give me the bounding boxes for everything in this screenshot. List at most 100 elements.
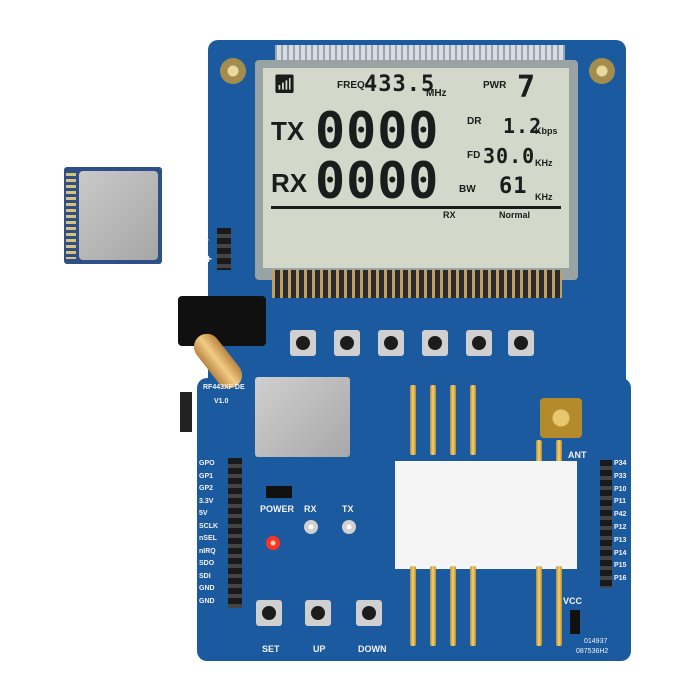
pin-label: P12 <box>614 523 627 531</box>
silk-ant: ANT <box>568 450 587 460</box>
pin-label: P11 <box>614 498 627 506</box>
pin-label: GP1 <box>199 472 214 480</box>
rf-module-onboard <box>255 377 350 457</box>
pin-label: GPO <box>199 460 215 467</box>
rf-module-loose <box>64 167 162 264</box>
top-button-4[interactable] <box>422 330 448 356</box>
gold-pin <box>410 566 416 646</box>
pin-label: P33 <box>614 472 627 480</box>
freq-unit: MHz <box>426 88 447 99</box>
pin-label: GND <box>199 585 215 592</box>
module-pads <box>66 173 76 259</box>
set-button[interactable] <box>256 600 282 626</box>
pin-label: P16 <box>614 575 627 583</box>
pin-label: P42 <box>614 511 627 519</box>
left-pin-header <box>228 458 242 608</box>
left-pin-labels: GPO GP1 GP2 3.3V 5V SCLK nSEL nIRQ SDO S… <box>199 460 229 610</box>
lcd-display: 📶︎ FREQ 433.5 MHz PWR 7 TX 0000 DR 1.2 K… <box>263 68 569 268</box>
gold-pin <box>450 566 456 646</box>
top-button-6[interactable] <box>508 330 534 356</box>
freq-label: FREQ <box>337 80 365 91</box>
pin-label: SCLK <box>199 522 219 530</box>
board-name: RF443XF DE <box>203 384 245 391</box>
vcc-jumper[interactable] <box>570 610 580 634</box>
gold-pin <box>410 385 416 455</box>
down-button[interactable] <box>356 600 382 626</box>
mode-right: Normal <box>499 210 531 220</box>
right-pin-header <box>600 460 612 588</box>
freq-value: 433.5 <box>364 72 436 97</box>
rx-led <box>304 520 318 534</box>
silk-down: DOWN <box>358 644 387 654</box>
mode-left: RX <box>443 210 456 220</box>
pwr-label: PWR <box>483 80 507 91</box>
top-button-3[interactable] <box>378 330 404 356</box>
pin-label: SDO <box>199 560 215 567</box>
tx-led <box>342 520 356 534</box>
pwr-value: 7 <box>517 70 537 105</box>
bw-value: 61 <box>499 174 528 199</box>
gold-pin <box>536 440 542 470</box>
silk-vcc: VCC <box>563 596 583 606</box>
bw-label: BW <box>459 184 476 195</box>
fd-value: 30.0 <box>483 144 536 168</box>
mounting-screw-left <box>220 58 246 84</box>
pin-label: P34 <box>614 460 627 467</box>
lcd-pins <box>272 270 562 298</box>
pin-label: P14 <box>614 549 627 557</box>
fd-unit: KHz <box>535 158 553 168</box>
pin-label: GP2 <box>199 485 214 492</box>
pin-label: 3.3V <box>199 497 214 505</box>
fd-label: FD <box>467 150 481 161</box>
dc-power-jack <box>178 296 266 346</box>
silk-minus: - <box>205 232 209 246</box>
dr-label: DR <box>467 116 482 127</box>
right-pin-labels: P34 P33 P10 P11 P42 P12 P13 P14 P15 P16 <box>614 460 638 588</box>
silk-up: UP <box>313 644 326 654</box>
jumper[interactable] <box>266 486 292 498</box>
silk-tx: TX <box>342 504 354 514</box>
gold-pin <box>536 566 542 646</box>
board-version: V1.0 <box>214 398 229 405</box>
power-led <box>266 536 280 550</box>
gold-pin <box>430 385 436 455</box>
mounting-screw-right <box>589 58 615 84</box>
power-header <box>217 228 231 270</box>
serial-2: 087536H2 <box>576 648 609 655</box>
bw-unit: KHz <box>535 192 553 202</box>
pin-label: P13 <box>614 536 627 544</box>
lcd-divider <box>271 206 561 209</box>
top-button-2[interactable] <box>334 330 360 356</box>
pin-label: 5V <box>199 510 208 517</box>
rx-label: RX <box>271 168 308 198</box>
sma-connector <box>540 398 582 438</box>
pin-label: P10 <box>614 485 627 493</box>
up-button[interactable] <box>305 600 331 626</box>
silk-power: POWER <box>260 504 295 514</box>
gold-pin <box>430 566 436 646</box>
white-pad-area <box>395 461 577 569</box>
pin-label: SDI <box>199 572 211 580</box>
silk-plus: + <box>205 252 213 266</box>
pin-label: P15 <box>614 562 627 570</box>
tx-value: 0000 <box>315 102 440 160</box>
silk-rx: RX <box>304 504 317 514</box>
silk-set: SET <box>262 644 280 654</box>
lcd-top-connector <box>275 45 565 63</box>
gold-pin <box>556 440 562 470</box>
gold-pin <box>450 385 456 455</box>
antenna-icon: 📶︎ <box>273 74 296 94</box>
gold-pin <box>470 385 476 455</box>
tx-label: TX <box>271 116 305 146</box>
pin-label: nIRQ <box>199 547 216 555</box>
module-shield <box>79 171 158 260</box>
serial-1: 014937 <box>584 638 608 645</box>
top-button-1[interactable] <box>290 330 316 356</box>
pin-label: nSEL <box>199 535 217 542</box>
gold-pin <box>556 566 562 646</box>
rx-value: 0000 <box>315 152 440 210</box>
top-button-5[interactable] <box>466 330 492 356</box>
pin-label: GND <box>199 597 215 605</box>
gold-pin <box>470 566 476 646</box>
slide-switch[interactable] <box>180 392 192 432</box>
